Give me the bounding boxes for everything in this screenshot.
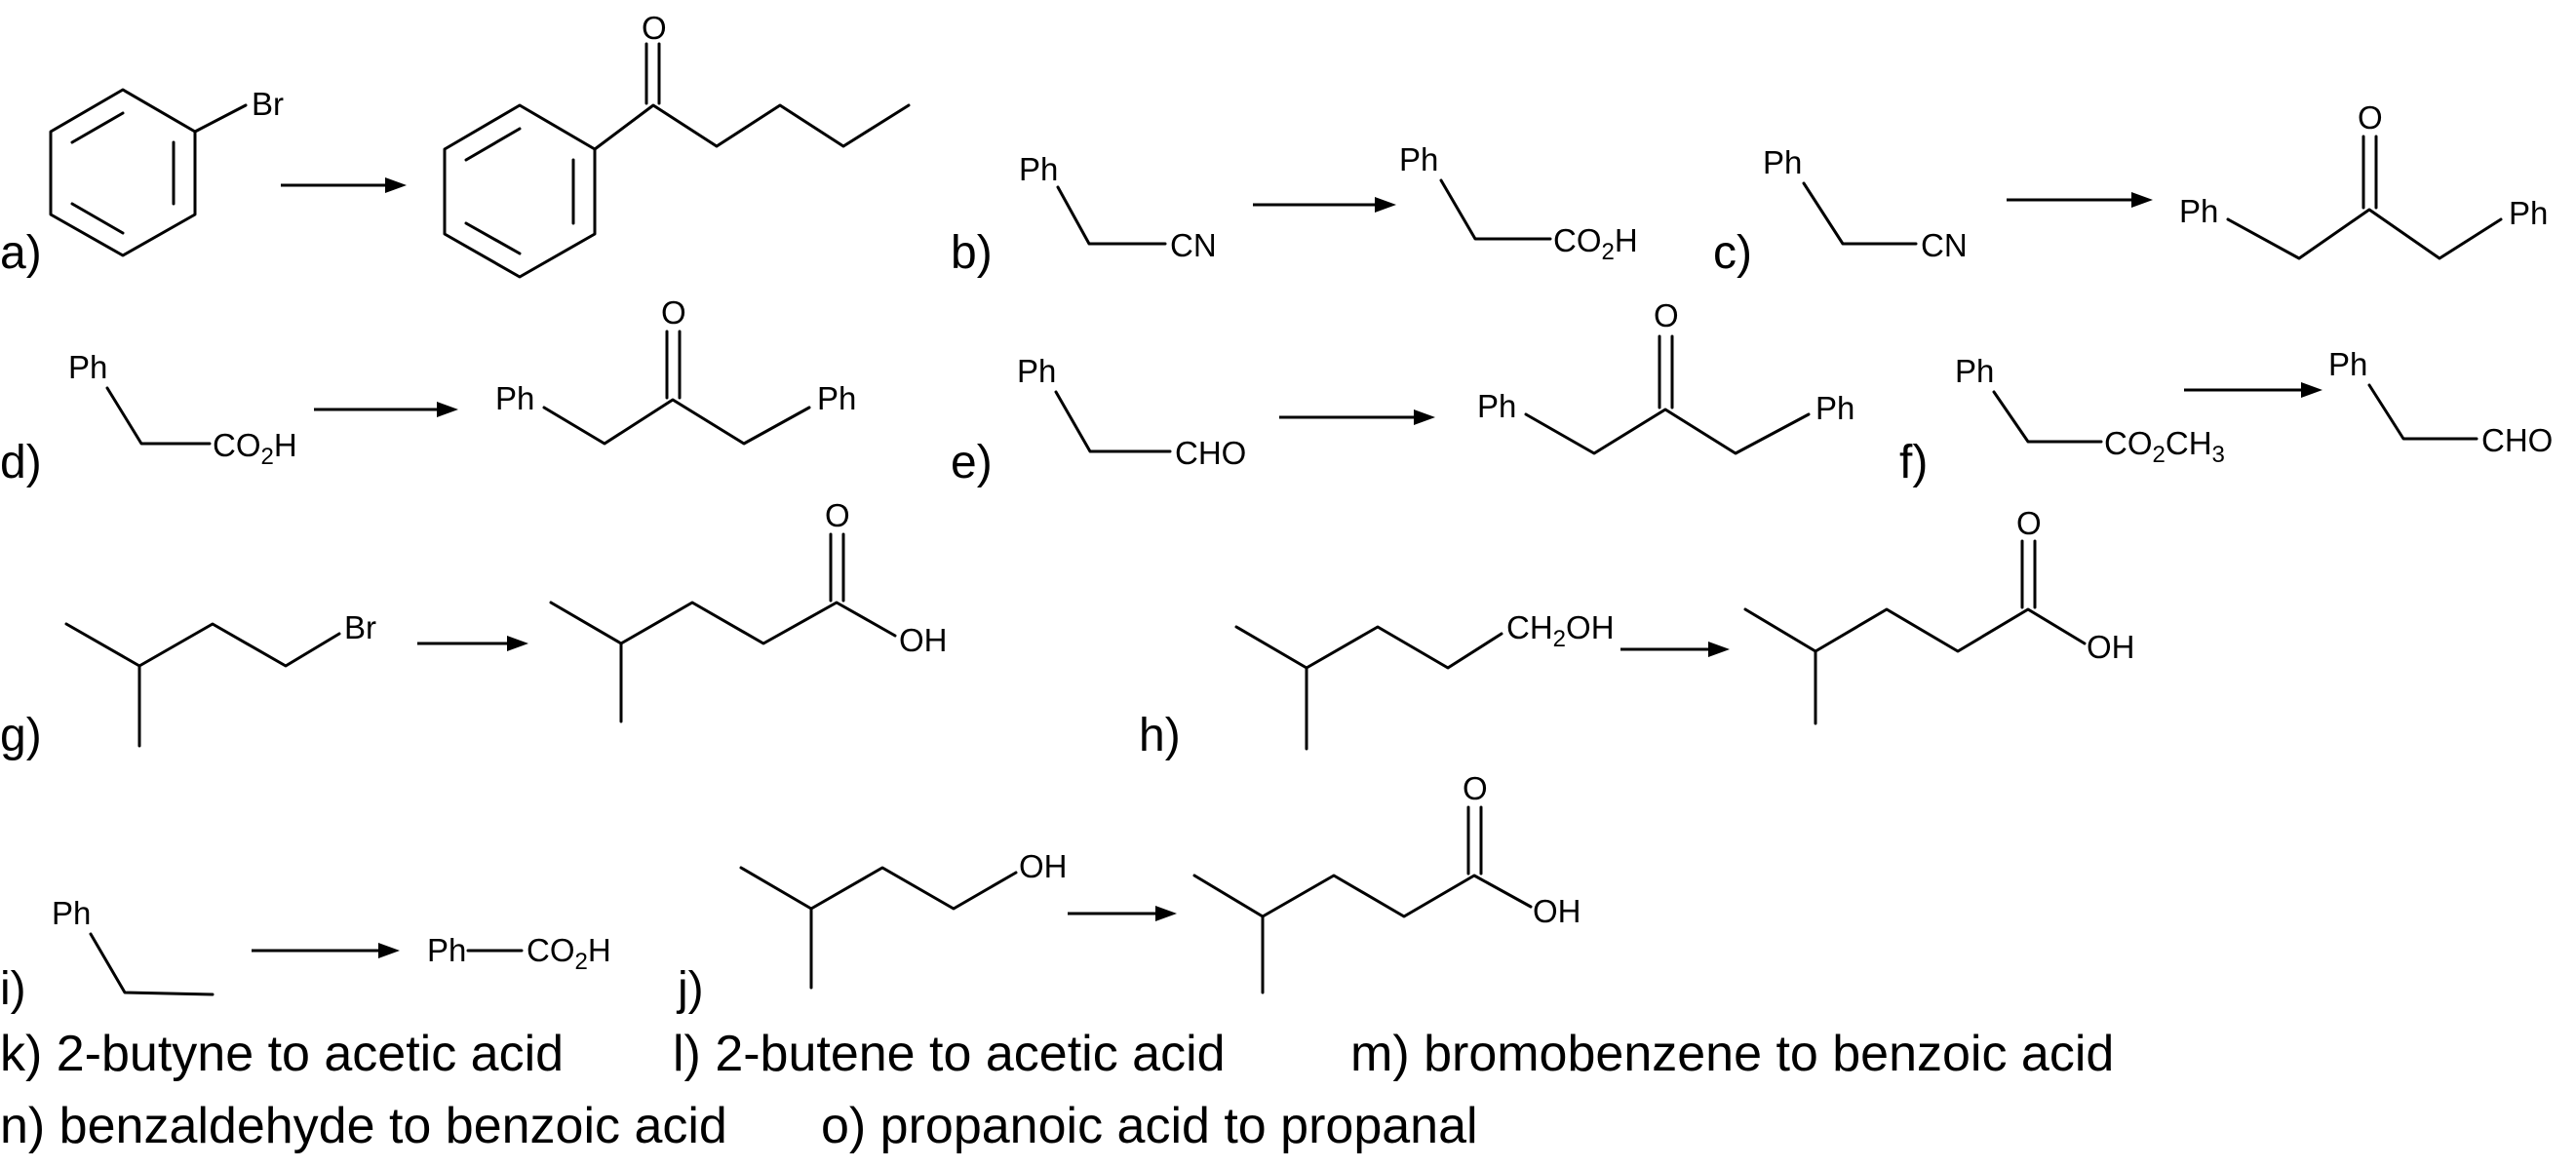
- text-problems: k) 2-butyne to acetic acid l) 2-butene t…: [0, 1026, 2114, 1154]
- problem-label-b: b): [951, 227, 993, 279]
- problem-h: h) CH2OH O OH: [1139, 505, 2135, 761]
- atom-CN: CN: [1921, 227, 1968, 263]
- atom-OH: OH: [1019, 848, 1068, 884]
- phenylacetonitrile-structure: Ph CN: [1019, 151, 1217, 263]
- 4-methylpentanoic-acid-structure: O OH: [549, 497, 948, 723]
- 4-methylpentanoic-acid-structure: O OH: [1743, 505, 2135, 725]
- problem-label-f: f): [1899, 437, 1928, 488]
- atom-Ph: Ph: [1019, 151, 1058, 187]
- isopentyl-bromide-structure: Br: [64, 609, 376, 748]
- reaction-arrow-g: [417, 636, 528, 651]
- atom-CN: CN: [1170, 227, 1217, 263]
- atom-OH: OH: [1533, 893, 1581, 929]
- phenylacetonitrile-structure: Ph CN: [1763, 144, 1968, 263]
- atom-OH: OH: [899, 622, 948, 658]
- atom-O: O: [825, 497, 850, 533]
- atom-Br: Br: [252, 86, 284, 122]
- isopentyl-alcohol-structure: OH: [739, 848, 1068, 990]
- text-problem-m: m) bromobenzene to benzoic acid: [1350, 1026, 2114, 1082]
- problem-d: d) Ph CO2H Ph O Ph: [0, 294, 856, 488]
- valerophenone-structure: O: [443, 10, 911, 279]
- atom-Ph: Ph: [1017, 353, 1056, 389]
- atom-O: O: [661, 294, 686, 331]
- problem-i: i) Ph Ph CO2H: [0, 895, 611, 1015]
- atom-Br: Br: [344, 609, 376, 645]
- atom-CHO: CHO: [2481, 422, 2553, 458]
- 4-methylpentanoic-acid-structure: O OH: [1192, 770, 1581, 994]
- atom-O: O: [2358, 99, 2383, 136]
- reaction-arrow-j: [1068, 906, 1177, 921]
- problem-j: j) OH O OH: [676, 770, 1581, 1015]
- atom-Ph: Ph: [427, 932, 466, 968]
- reaction-arrow-a: [281, 177, 407, 193]
- atom-Ph: Ph: [68, 349, 107, 385]
- text-problem-n: n) benzaldehyde to benzoic acid: [0, 1098, 727, 1154]
- atom-CO2H: CO2H: [213, 427, 297, 470]
- atom-CO2H: CO2H: [527, 932, 611, 975]
- ethylbenzene-structure: Ph: [52, 895, 215, 996]
- atom-Ph: Ph: [1763, 144, 1802, 180]
- problem-label-a: a): [0, 227, 42, 279]
- problem-label-i: i): [0, 963, 26, 1015]
- benzoic-acid-structure: Ph CO2H: [427, 932, 611, 975]
- text-problem-l: l) 2-butene to acetic acid: [673, 1026, 1226, 1082]
- atom-Ph: Ph: [1815, 390, 1854, 426]
- text-problem-k: k) 2-butyne to acetic acid: [0, 1026, 564, 1082]
- problem-label-h: h): [1139, 710, 1181, 761]
- text-problem-o: o) propanoic acid to propanal: [821, 1098, 1478, 1154]
- atom-O: O: [642, 10, 667, 46]
- dibenzyl-ketone-structure: Ph O Ph: [2179, 99, 2548, 260]
- problem-label-d: d): [0, 437, 42, 488]
- atom-CHO: CHO: [1175, 435, 1246, 471]
- atom-Ph: Ph: [495, 380, 534, 416]
- atom-O: O: [1654, 297, 1679, 333]
- problem-c: c) Ph CN Ph O Ph: [1713, 99, 2548, 279]
- atom-CO2CH3: CO2CH3: [2104, 425, 2225, 468]
- reaction-arrow-h: [1620, 642, 1730, 657]
- problem-f: f) Ph CO2CH3 Ph CHO: [1899, 346, 2553, 488]
- bromobenzene-structure: Br: [49, 86, 284, 257]
- reaction-arrow-e: [1279, 409, 1435, 425]
- atom-Ph: Ph: [2179, 193, 2218, 229]
- atom-Ph: Ph: [2328, 346, 2367, 382]
- phenylacetic-acid-structure: Ph CO2H: [1399, 141, 1638, 265]
- reaction-arrow-b: [1253, 197, 1396, 213]
- problem-label-j: j): [676, 963, 704, 1015]
- atom-O: O: [1463, 770, 1488, 806]
- reaction-arrow-i: [252, 943, 400, 958]
- atom-Ph: Ph: [2509, 195, 2548, 231]
- atom-Ph: Ph: [1477, 388, 1516, 424]
- problem-a: a) Br O: [0, 10, 911, 279]
- atom-Ph: Ph: [1399, 141, 1438, 177]
- 4-methylpentanol-structure: CH2OH: [1234, 609, 1615, 751]
- problem-b: b) Ph CN Ph CO2H: [951, 141, 1638, 279]
- atom-Ph: Ph: [1955, 353, 1994, 389]
- problem-label-g: g): [0, 710, 42, 761]
- problem-label-e: e): [951, 437, 993, 488]
- atom-CH2OH: CH2OH: [1506, 609, 1615, 652]
- atom-O: O: [2016, 505, 2042, 541]
- reaction-arrow-f: [2184, 382, 2322, 398]
- reaction-arrow-c: [2007, 192, 2153, 208]
- dibenzyl-ketone-structure: Ph O Ph: [495, 294, 856, 446]
- methyl-phenylacetate-structure: Ph CO2CH3: [1955, 353, 2225, 468]
- atom-OH: OH: [2087, 629, 2135, 665]
- dibenzyl-ketone-structure: Ph O Ph: [1477, 297, 1854, 455]
- phenylacetic-acid-structure: Ph CO2H: [68, 349, 297, 470]
- reaction-arrow-d: [314, 402, 458, 417]
- problem-g: g) Br O OH: [0, 497, 948, 761]
- phenylacetaldehyde-structure: Ph CHO: [2328, 346, 2553, 458]
- problem-label-c: c): [1713, 227, 1752, 279]
- atom-CO2H: CO2H: [1553, 222, 1638, 265]
- atom-Ph: Ph: [817, 380, 856, 416]
- atom-Ph: Ph: [52, 895, 91, 931]
- phenylacetaldehyde-structure: Ph CHO: [1017, 353, 1246, 471]
- problem-e: e) Ph CHO Ph O Ph: [951, 297, 1854, 488]
